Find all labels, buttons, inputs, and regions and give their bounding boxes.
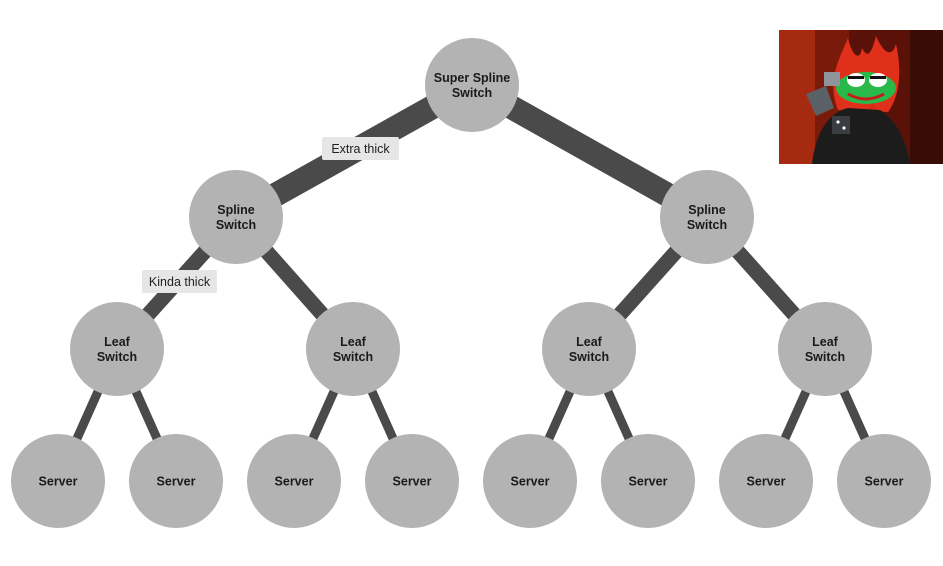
- node-server-2-circle: [129, 434, 223, 528]
- node-server-3-label-1: Server: [275, 475, 314, 489]
- node-server-3-circle: [247, 434, 341, 528]
- node-leaf-4-label-1: Leaf: [812, 335, 839, 349]
- node-spline-left-circle: [189, 170, 283, 264]
- node-server-7-label-1: Server: [747, 475, 786, 489]
- node-spline-left-label-1: Spline: [217, 203, 255, 217]
- node-leaf-2-label-2: Switch: [333, 350, 373, 364]
- edge-label-kinda-thick: Kinda thick: [142, 270, 217, 293]
- node-server-1-circle: [11, 434, 105, 528]
- node-super-label-2: Switch: [452, 86, 492, 100]
- edge-label-kinda-thick-box: [142, 270, 217, 293]
- node-leaf-4-label-2: Switch: [805, 350, 845, 364]
- node-server-1: Server: [11, 434, 105, 528]
- node-server-5-label-1: Server: [511, 475, 550, 489]
- node-server-8-label-1: Server: [865, 475, 904, 489]
- node-spline-right-label-2: Switch: [687, 218, 727, 232]
- node-server-4-circle: [365, 434, 459, 528]
- node-server-2-label-1: Server: [157, 475, 196, 489]
- node-leaf-1-label-1: Leaf: [104, 335, 131, 349]
- node-server-1-label-1: Server: [39, 475, 78, 489]
- node-leaf-3-label-2: Switch: [569, 350, 609, 364]
- edge-label-extra-thick-text: Extra thick: [331, 142, 390, 156]
- node-server-6: Server: [601, 434, 695, 528]
- node-spline-right-circle: [660, 170, 754, 264]
- node-leaf-3-label-1: Leaf: [576, 335, 603, 349]
- node-server-7-circle: [719, 434, 813, 528]
- node-server-5-circle: [483, 434, 577, 528]
- edge-label-extra-thick-box: [322, 137, 399, 160]
- node-leaf-4-circle: [778, 302, 872, 396]
- node-server-5: Server: [483, 434, 577, 528]
- node-spline-left-label-2: Switch: [216, 218, 256, 232]
- node-super-label-1: Super Spline: [434, 71, 510, 85]
- cartoon-character-image: [779, 30, 943, 164]
- node-server-4-label-1: Server: [393, 475, 432, 489]
- node-server-2: Server: [129, 434, 223, 528]
- node-server-6-circle: [601, 434, 695, 528]
- node-leaf-1-circle: [70, 302, 164, 396]
- node-server-3: Server: [247, 434, 341, 528]
- node-server-4: Server: [365, 434, 459, 528]
- nodes-layer: Super SplineSwitchSplineSwitchSplineSwit…: [11, 38, 931, 528]
- node-server-7: Server: [719, 434, 813, 528]
- node-leaf-3-circle: [542, 302, 636, 396]
- node-server-6-label-1: Server: [629, 475, 668, 489]
- node-server-8-circle: [837, 434, 931, 528]
- node-leaf-1-label-2: Switch: [97, 350, 137, 364]
- node-leaf-2-label-1: Leaf: [340, 335, 367, 349]
- node-spline-right-label-1: Spline: [688, 203, 726, 217]
- edge-label-extra-thick: Extra thick: [322, 137, 399, 160]
- node-super-circle: [425, 38, 519, 132]
- node-leaf-2-circle: [306, 302, 400, 396]
- node-server-8: Server: [837, 434, 931, 528]
- edge-label-kinda-thick-text: Kinda thick: [149, 275, 211, 289]
